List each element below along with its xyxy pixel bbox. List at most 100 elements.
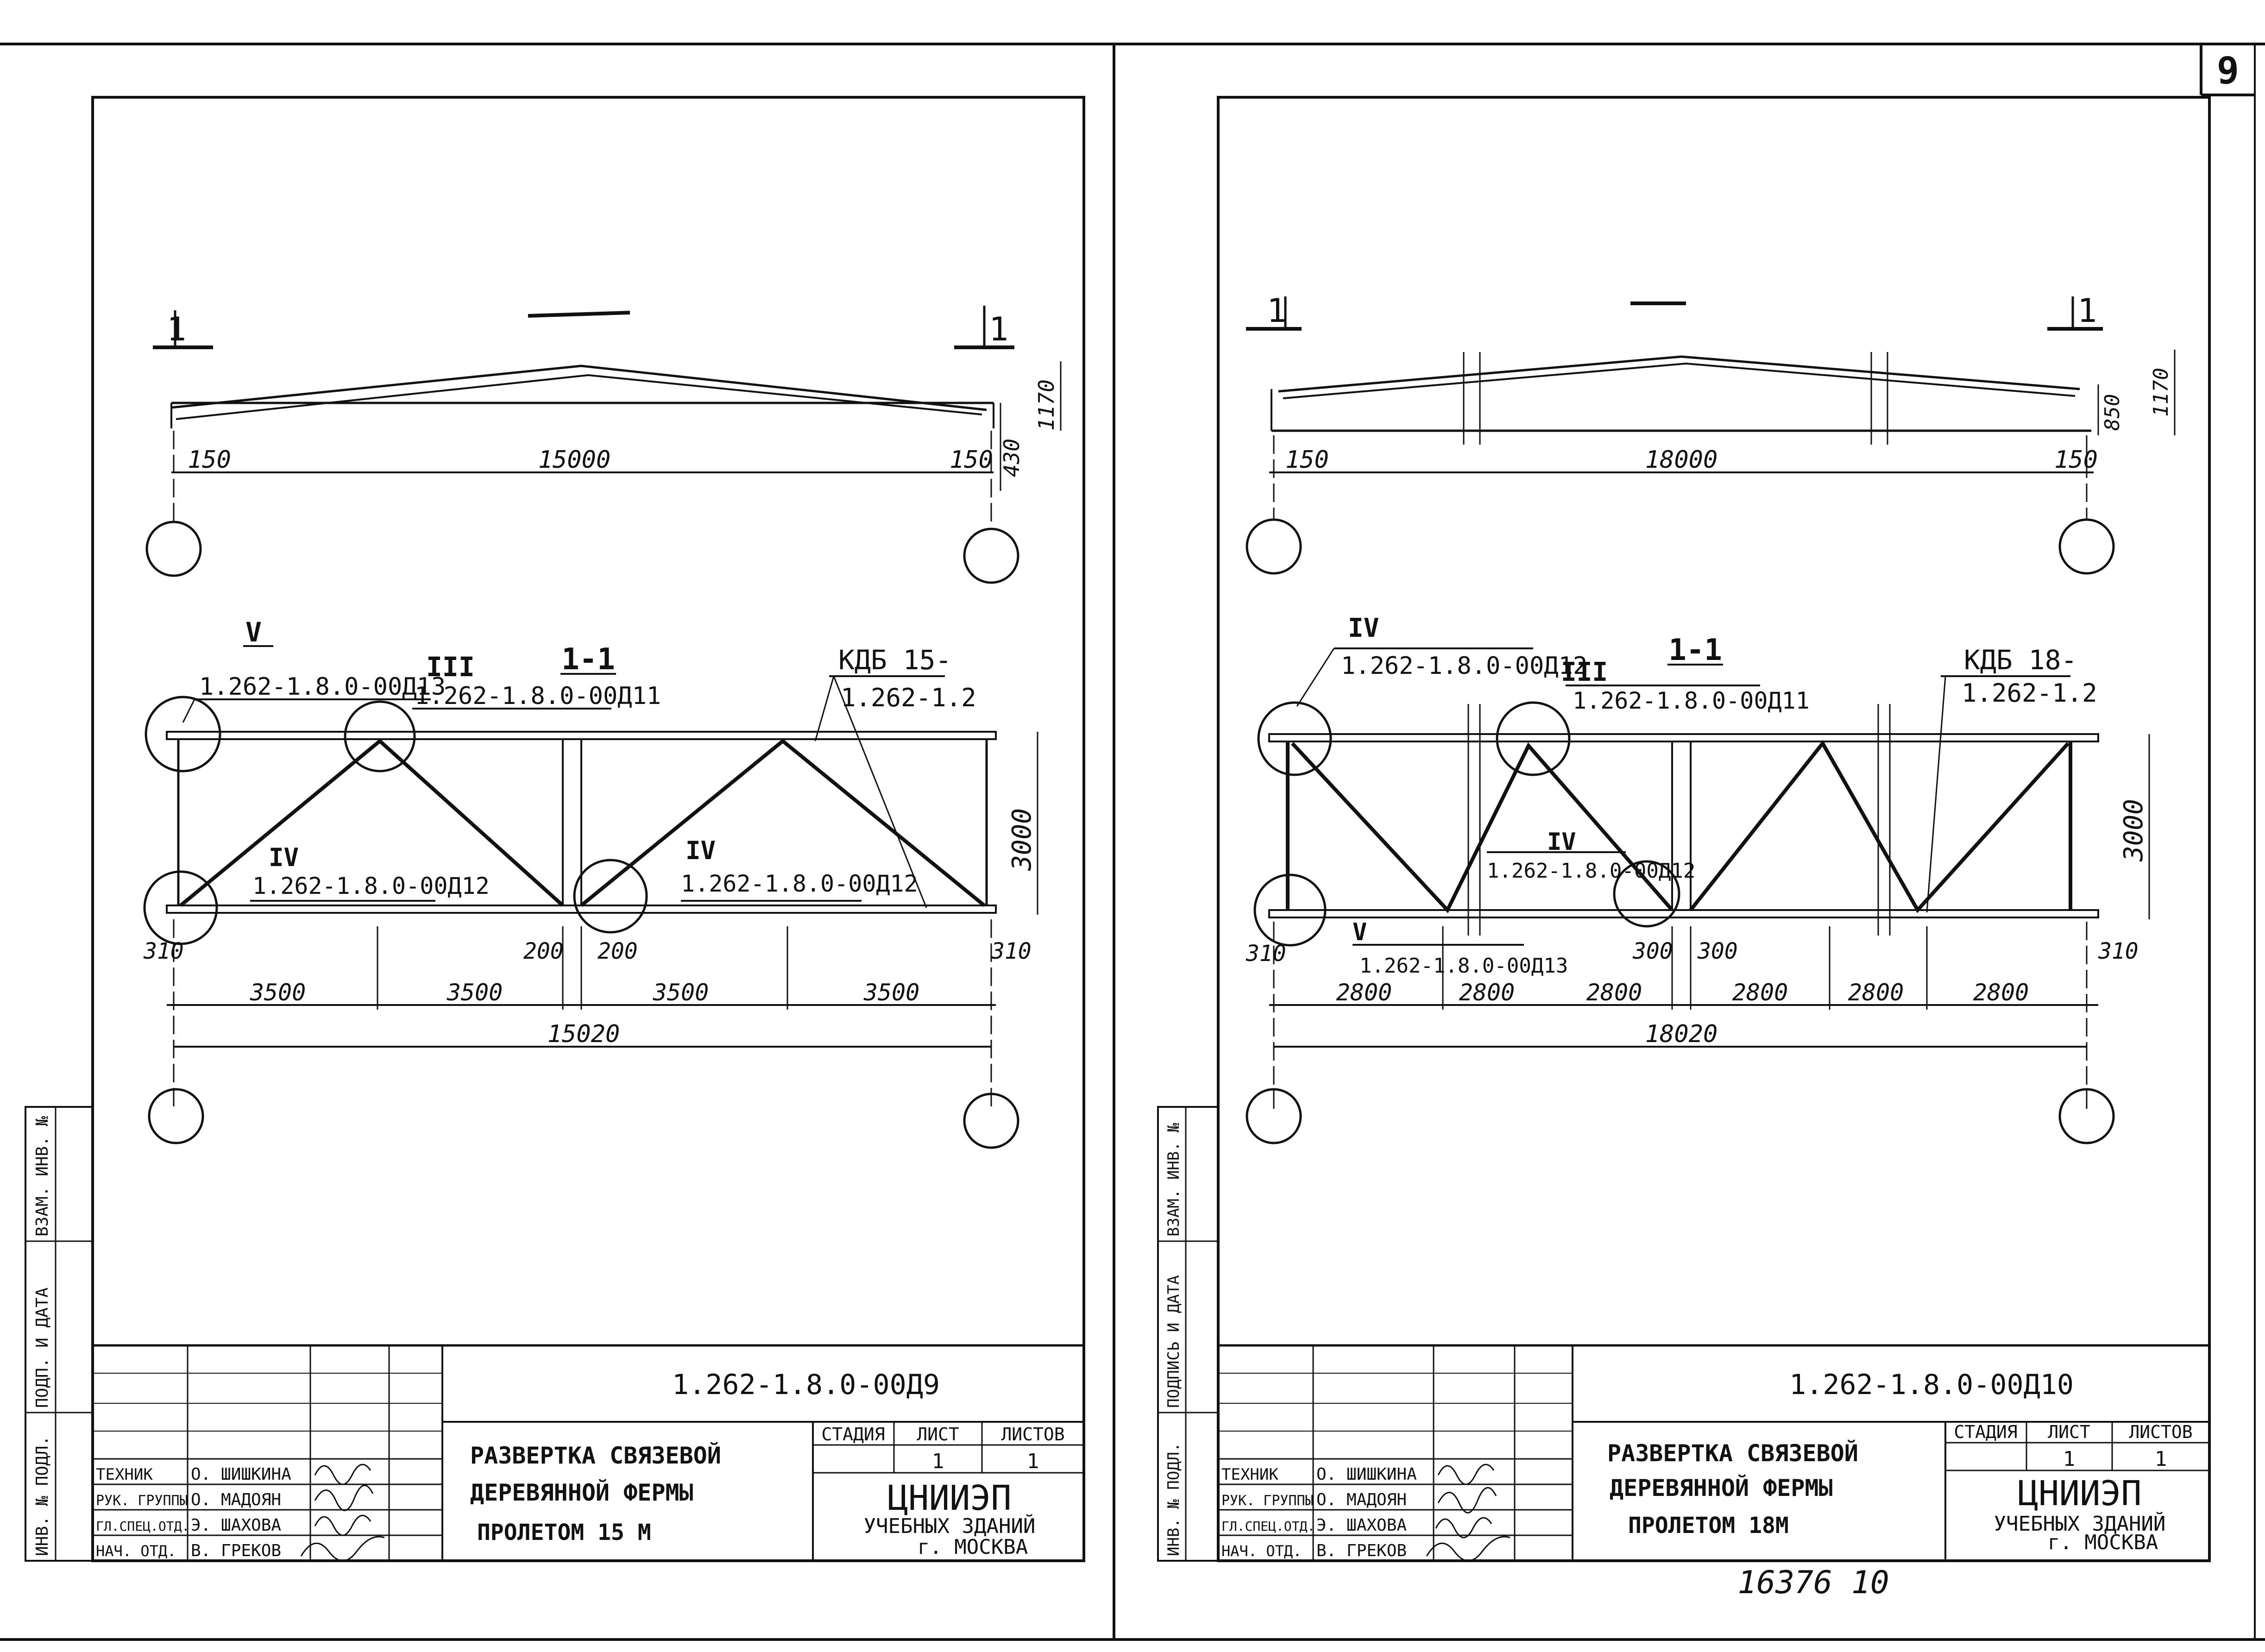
dim-310-left: 310 [1246,941,1286,967]
dim-430: 430 [999,439,1024,477]
dim-310-right: 310 [991,938,1032,964]
diagonal-brace [179,738,564,907]
side-strip: ИНВ. № ПОДЛ. ПОДПИСЬ И ДАТА ВЗАМ. ИНВ. № [1157,1106,1219,1562]
dim-panel: 2800 [1336,979,1392,1006]
dim-150-right: 150 [950,446,993,474]
signature [314,1464,371,1485]
title-line-2: ДЕРЕВЯННОЙ ФЕРМЫ [470,1479,693,1506]
svg-text:1.262-1.2: 1.262-1.2 [841,683,976,712]
node-callout-circle [145,696,221,773]
role-label: НАЧ. ОТД. [1221,1542,1302,1560]
center-post [562,738,582,906]
svg-text:1: 1 [1027,1450,1039,1473]
svg-text:V: V [1353,918,1367,946]
height-dim: 3000 [2119,799,2149,862]
svg-text:1.262-1.8.0-00Д12: 1.262-1.8.0-00Д12 [681,870,918,897]
page-number-box: 9 [2200,44,2255,96]
signature [1435,1517,1492,1539]
svg-text:1: 1 [1267,292,1286,330]
signature [314,1484,374,1511]
section-mark-left: 1 [1246,292,1302,331]
signature [1437,1464,1495,1485]
title-line-1: РАЗВЕРТКА СВЯЗЕВОЙ [1607,1439,1858,1467]
role-label: РУК. ГРУППЫ [1221,1493,1314,1509]
span-label: 15000 [538,446,611,474]
person-name: О. ШИШКИНА [1316,1465,1417,1484]
dim-200-left: 200 [523,938,564,964]
svg-text:ЛИСТ: ЛИСТ [2048,1422,2090,1442]
callout-iv-right: IV 1.262-1.8.0-00Д12 [681,836,918,902]
bottom-chord [1268,909,2099,918]
node-callout-circle [1613,860,1680,928]
dim-panel: 3500 [250,979,306,1006]
kdb-label: КДБ 15- 1.262-1.2 [814,644,976,908]
person-name: О. МАДОЯН [191,1490,281,1509]
node-callout-circle [143,870,218,945]
person-name: В. ГРЕКОВ [191,1541,281,1560]
axis-bubble [148,1088,204,1144]
callout-iii: III 1.262-1.8.0-00Д11 [1561,657,1810,714]
svg-text:КДБ 18-: КДБ 18- [1964,644,2077,676]
axis-bubble [1246,1088,1302,1144]
signature [300,1536,385,1562]
dim-1170: 1170 [2149,368,2173,417]
svg-text:1.262-1.8.0-00Д11: 1.262-1.8.0-00Д11 [415,682,661,710]
svg-text:IV: IV [269,843,299,872]
svg-text:1.262-1.8.0-00Д13: 1.262-1.8.0-00Д13 [199,673,446,701]
dim-panel: 2800 [1586,979,1642,1006]
dim-panel: 3500 [447,979,503,1006]
sheet-frame [1217,96,2211,1562]
svg-text:УЧЕБНЫХ ЗДАНИЙ: УЧЕБНЫХ ЗДАНИЙ [1994,1511,2166,1536]
svg-text:ВЗАМ. ИНВ. №: ВЗАМ. ИНВ. № [33,1116,52,1237]
dim-1170: 1170 [1034,379,1059,431]
doc-code: 1.262-1.8.0-00Д10 [1789,1369,2074,1401]
node-callout-circle [1257,701,1332,776]
node-callout-circle [1496,701,1571,776]
svg-text:1: 1 [989,310,1008,348]
svg-text:ПОДПИСЬ И ДАТА: ПОДПИСЬ И ДАТА [1164,1275,1183,1408]
org-name: ЦНИИЭП [887,1478,1011,1518]
kdb-label: КДБ 18- 1.262-1.2 [1926,644,2097,913]
diagonal-brace [1689,740,2070,913]
dim-panel: 3500 [863,979,919,1006]
person-name: В. ГРЕКОВ [1316,1541,1407,1560]
callout-v: V 1.262-1.8.0-00Д13 [182,616,446,723]
signature [314,1514,371,1536]
axis-bubble [2058,1088,2115,1144]
org-name: ЦНИИЭП [2018,1474,2141,1514]
svg-text:УЧЕБНЫХ ЗДАНИЙ: УЧЕБНЫХ ЗДАНИЙ [864,1514,1036,1538]
callout-iii: III 1.262-1.8.0-00Д11 [412,651,661,710]
elevation-view: 1 1 150 18000 150 850 1170 [1246,292,2176,575]
dim-300-right: 300 [1697,938,1738,964]
dim-310-right: 310 [2098,938,2139,964]
top-chord [1278,355,2080,393]
svg-text:IV: IV [1547,828,1576,856]
callout-iv-left: IV 1.262-1.8.0-00Д12 [250,843,490,902]
diagonal-brace [1291,742,1674,913]
svg-text:1: 1 [2063,1447,2076,1471]
axis-bubble [1246,518,1302,575]
svg-text:1.262-1.8.0-00Д12: 1.262-1.8.0-00Д12 [1487,859,1695,883]
svg-text:1.262-1.2: 1.262-1.2 [1962,678,2097,708]
svg-text:1: 1 [2077,292,2097,330]
svg-text:III: III [426,651,475,683]
span-label: 18000 [1645,446,1718,474]
node-callout-circle [1253,873,1327,947]
svg-text:1: 1 [932,1450,944,1473]
bottom-chord [166,905,997,914]
dim-310-left: 310 [143,938,184,964]
role-label: НАЧ. ОТД. [96,1542,176,1560]
role-label: ТЕХНИК [1221,1465,1278,1484]
dim-850: 850 [2101,394,2124,431]
dim-150-left: 150 [188,446,231,474]
height-dim: 3000 [1007,808,1037,871]
svg-text:1: 1 [167,310,186,348]
dim-panel: 3500 [653,979,709,1006]
dim-panel: 2800 [1459,979,1515,1006]
person-name: О. МАДОЯН [1316,1490,1407,1509]
roof-symbol [528,311,630,318]
axis-bubble [963,528,1019,584]
title-line-1: РАЗВЕРТКА СВЯЗЕВОЙ [470,1442,721,1469]
svg-text:1.262-1.8.0-00Д12: 1.262-1.8.0-00Д12 [252,873,490,899]
